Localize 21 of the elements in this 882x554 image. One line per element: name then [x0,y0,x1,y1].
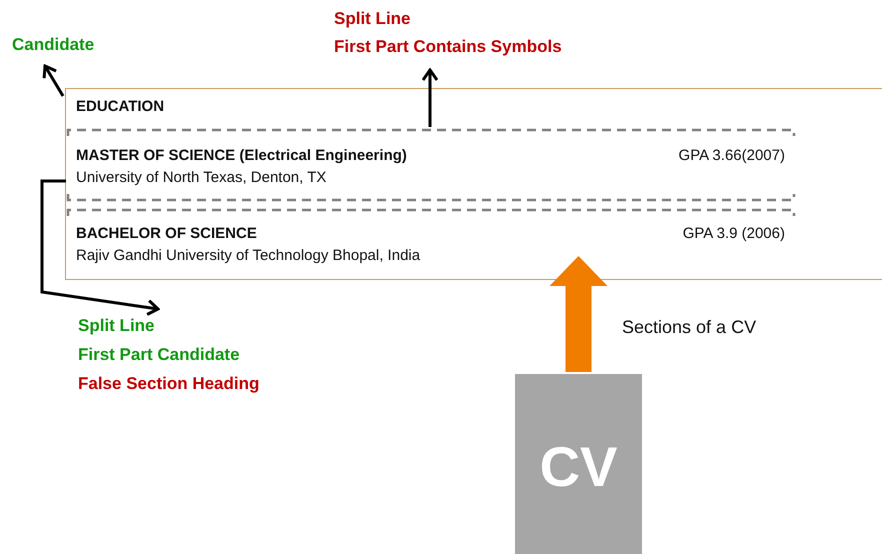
body-text: GPA 3.9 (2006) [682,226,785,242]
entry-box [67,128,796,202]
block-arrow [550,256,608,372]
body-text: University of North Texas, Denton, TX [76,170,326,186]
arrow [422,68,438,127]
heading-text: BACHELOR OF SCIENCE [76,226,257,242]
document-box [515,374,642,554]
heading-text: First Part Contains Symbols [334,38,562,57]
heading-text: MASTER OF SCIENCE (Electrical Engineering) [76,148,407,164]
arrow [40,180,160,316]
heading-text: EDUCATION [76,99,164,116]
heading-text: False Section Heading [78,375,260,394]
arrow [42,64,64,97]
heading-text: Candidate [12,36,94,55]
document-label: CV [538,436,618,498]
heading-text: First Part Candidate [78,346,240,365]
section-box [65,88,882,280]
body-text: Rajiv Gandhi University of Technology Bhopal, India [76,248,420,264]
heading-text: Split Line [78,317,154,336]
heading-text: Split Line [334,10,410,29]
body-text: GPA 3.66(2007) [678,148,785,164]
